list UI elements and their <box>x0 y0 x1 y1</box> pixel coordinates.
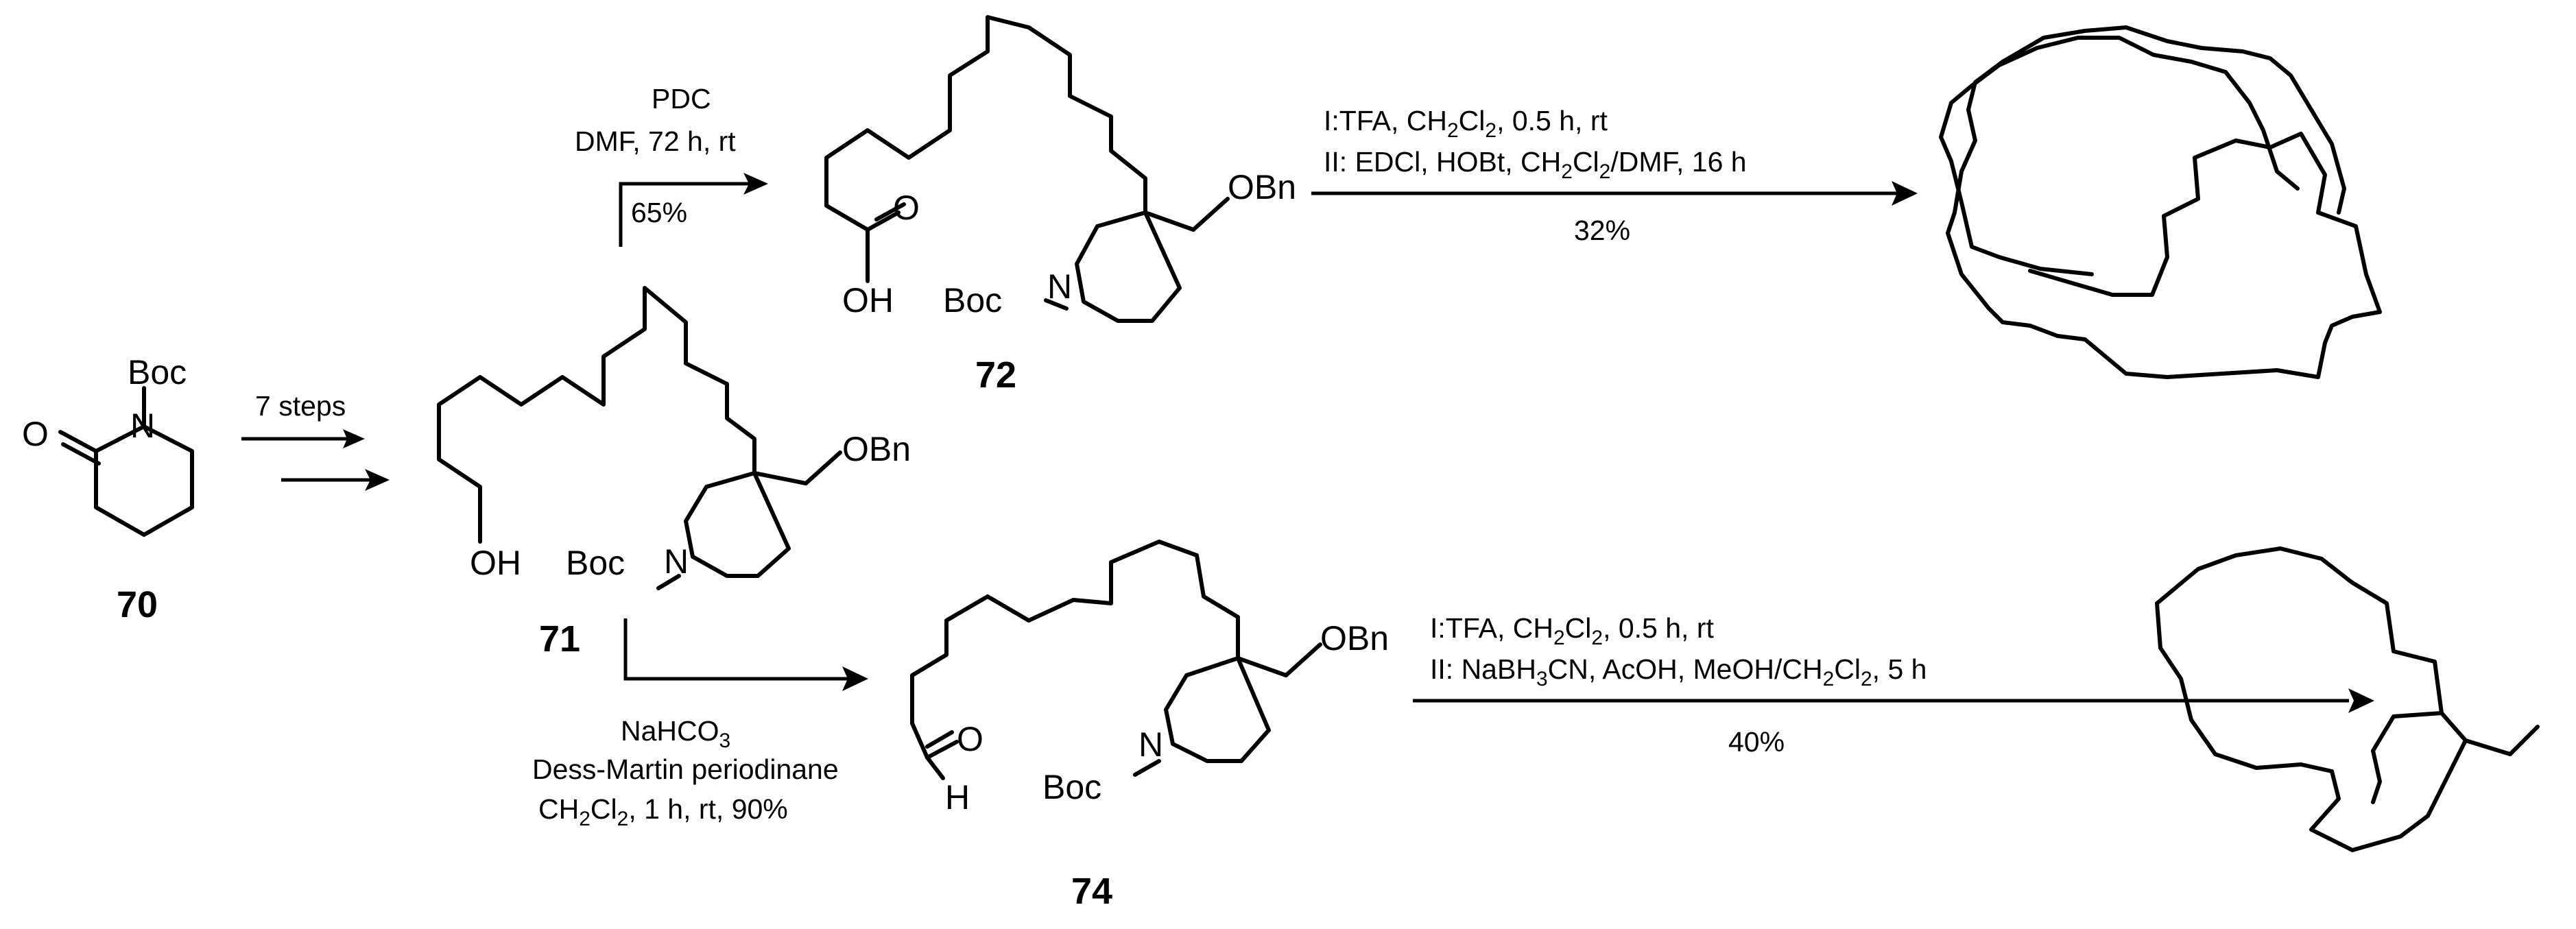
c74-carbonyl-o: O <box>957 720 983 758</box>
compound-72-label: 72 <box>975 354 1016 396</box>
step-70-71: 7 steps <box>241 390 390 491</box>
c72-n-atom: N <box>1047 267 1072 306</box>
step-74-75-conditions-2: II: NaBH3CN, AcOH, MeOH/CH2Cl2, 5 h <box>1430 653 1927 690</box>
step-71-74-base: NaHCO3 <box>621 715 730 752</box>
step-71-74-oxidant: Dess-Martin periodinane <box>532 753 839 785</box>
c74-h-atom: H <box>945 778 970 817</box>
step-72-73-conditions-2: II: EDCl, HOBt, CH2Cl2/DMF, 16 h <box>1324 146 1747 183</box>
c72-boc-group: Boc <box>943 281 1002 319</box>
step-72-73-yield: 32% <box>1574 215 1630 246</box>
step-74-75: I:TFA, CH2Cl2, 0.5 h, rt II: NaBH3CN, Ac… <box>1413 612 2374 758</box>
compound-70-label: 70 <box>117 584 158 625</box>
c74-boc-group: Boc <box>1042 768 1101 806</box>
c72-oh-group: OH <box>842 281 894 319</box>
step-71-72-yield: 65% <box>631 197 687 228</box>
c72-obn-group: OBn <box>1228 168 1296 206</box>
c71-boc-group: Boc <box>566 544 625 582</box>
c74-obn-group: OBn <box>1320 619 1389 657</box>
step-71-74: NaHCO3 Dess-Martin periodinane CH2Cl2, 1… <box>532 618 868 830</box>
step-72-73-conditions-1: I:TFA, CH2Cl2, 0.5 h, rt <box>1324 105 1608 142</box>
compound-70: O N Boc 70 <box>22 353 194 625</box>
compound-72: O OH Boc N OBn 72 <box>824 15 1296 396</box>
c70-boc-group: Boc <box>128 353 187 391</box>
step-70-71-condition: 7 steps <box>255 390 346 422</box>
c70-n-atom: N <box>130 407 155 445</box>
compound-75 <box>2155 546 2540 852</box>
c71-oh-group: OH <box>470 544 521 582</box>
step-71-72-reagent: PDC <box>652 83 711 114</box>
c70-o-atom: O <box>22 415 49 453</box>
c74-n-atom: N <box>1138 725 1163 764</box>
step-72-73: I:TFA, CH2Cl2, 0.5 h, rt II: EDCl, HOBt,… <box>1311 105 1918 246</box>
compound-73 <box>1939 25 2382 379</box>
step-71-72-conditions: DMF, 72 h, rt <box>575 125 736 157</box>
step-74-75-yield: 40% <box>1728 726 1785 758</box>
step-74-75-conditions-1: I:TFA, CH2Cl2, 0.5 h, rt <box>1430 612 1714 649</box>
c71-obn-group: OBn <box>842 430 911 468</box>
step-71-72: PDC DMF, 72 h, rt 65% <box>575 83 768 247</box>
compound-74-label: 74 <box>1071 871 1112 912</box>
compound-71: OH Boc N OBn 71 <box>437 286 911 660</box>
step-71-74-conditions: CH2Cl2, 1 h, rt, 90% <box>538 793 788 830</box>
compound-71-label: 71 <box>539 618 580 660</box>
compound-74: O H Boc N OBn 74 <box>910 540 1389 912</box>
c72-carbonyl-o: O <box>893 189 920 227</box>
c71-n-atom: N <box>664 542 689 581</box>
